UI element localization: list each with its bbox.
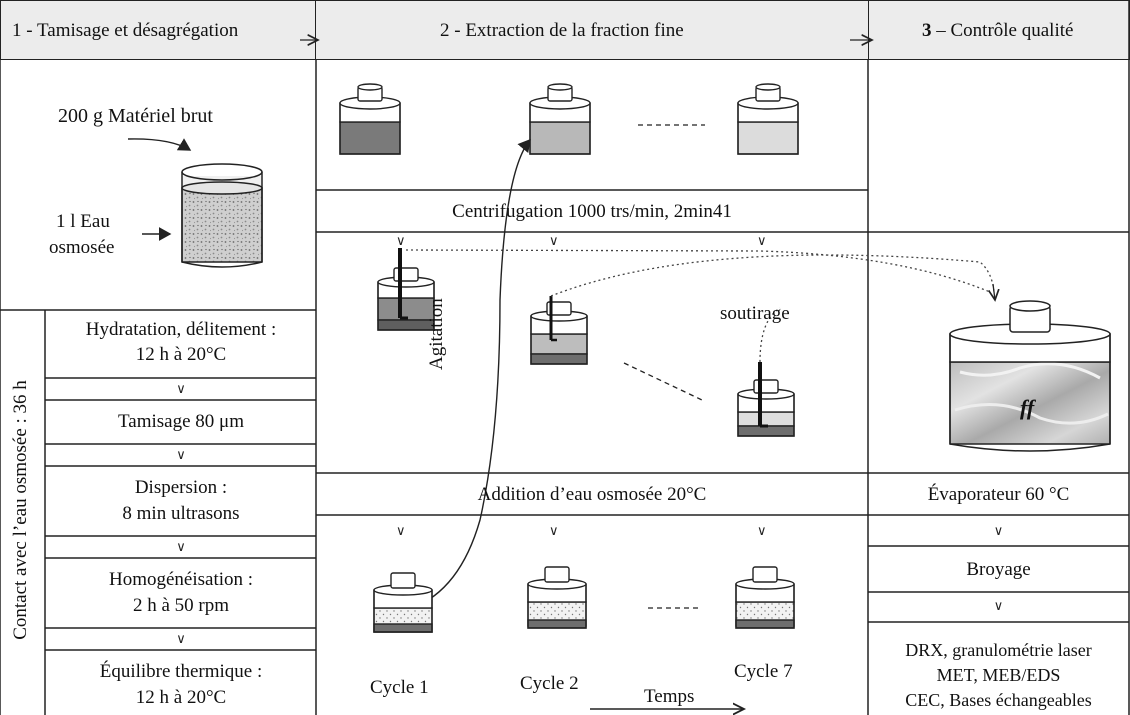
step-equilibre-line2: 12 h à 20°C xyxy=(135,687,227,708)
header-step1-title: 1 - Tamisage et désagrégation xyxy=(12,20,239,41)
broyage-arrow: ∨ xyxy=(993,598,1004,613)
header-step3 xyxy=(868,0,1130,60)
cycle-jar-3 xyxy=(735,566,795,629)
fine-fraction-vessel xyxy=(949,300,1111,452)
jar-top-1 xyxy=(339,83,401,155)
cycle-1-label: Cycle 1 xyxy=(370,677,429,698)
step-arrow-1: ∨ xyxy=(176,381,186,396)
centrifuge-arrow-1: ∨ xyxy=(396,233,406,248)
siphon-jar-3 xyxy=(737,362,795,437)
step-dispersion-line2: 8 min ultrasons xyxy=(122,503,240,524)
centrifugation-label: Centrifugation 1000 trs/min, 2min41 xyxy=(452,201,732,222)
raw-material-label: 200 g Matériel brut xyxy=(58,105,213,127)
evap-arrow: ∨ xyxy=(993,523,1004,538)
step-arrow-3: ∨ xyxy=(176,539,186,554)
step-hydratation-line2: 12 h à 20°C xyxy=(135,344,227,365)
header-step3-text: – Contrôle qualité xyxy=(931,20,1074,41)
raw-material-beaker xyxy=(181,163,263,268)
cycle-7-label: Cycle 7 xyxy=(734,661,793,682)
header-step3-title: 3 – Contrôle qualité xyxy=(922,19,1073,43)
step-hydratation-line1: Hydratation, délitement : xyxy=(85,319,277,340)
jar-top-3 xyxy=(737,83,799,155)
evaporateur-label: Évaporateur 60 °C xyxy=(927,484,1070,505)
centrifuge-arrow-2: ∨ xyxy=(549,233,559,248)
cycle-jar-1 xyxy=(373,572,433,633)
addition-arrow-2: ∨ xyxy=(549,523,559,538)
contact-duration-label: Contact avec l’eau osmosée : 36 h xyxy=(10,380,31,640)
jar-top-2 xyxy=(529,83,591,155)
header-step3-number: 3 xyxy=(922,20,932,41)
step-arrow-2: ∨ xyxy=(176,447,186,462)
analysis-line-2: MET, MEB/EDS xyxy=(936,665,1061,685)
analysis-line-1: DRX, granulométrie laser xyxy=(905,640,1092,660)
siphon-jar-1 xyxy=(377,248,435,331)
time-label: Temps xyxy=(644,686,695,707)
step-homogeneisation-line1: Homogénéisation : xyxy=(108,569,254,590)
addition-arrow-3: ∨ xyxy=(757,523,767,538)
header-step2-title: 2 - Extraction de la fraction fine xyxy=(440,20,684,41)
water-label-line1: 1 l Eau xyxy=(56,211,110,232)
water-label-line2: osmosée xyxy=(49,237,115,258)
cycle-2-label: Cycle 2 xyxy=(520,673,579,694)
analysis-line-3: CEC, Bases échangeables xyxy=(905,690,1092,710)
agitation-label: Agitation xyxy=(426,298,447,370)
siphon-jar-2 xyxy=(530,296,588,365)
header-step2 xyxy=(315,0,869,60)
fine-fraction-label: ff xyxy=(1020,395,1035,420)
soutirage-label: soutirage xyxy=(720,303,790,324)
addition-label: Addition d’eau osmosée 20°C xyxy=(477,484,707,505)
broyage-label: Broyage xyxy=(966,559,1031,580)
step-tamisage: Tamisage 80 μm xyxy=(118,411,244,432)
step-equilibre-line1: Équilibre thermique : xyxy=(99,661,263,682)
addition-arrow-1: ∨ xyxy=(396,523,406,538)
step-dispersion-line1: Dispersion : xyxy=(134,477,228,498)
centrifuge-arrow-3: ∨ xyxy=(757,233,767,248)
header-step1 xyxy=(0,0,316,60)
cycle-jar-2 xyxy=(527,566,587,629)
step-arrow-4: ∨ xyxy=(176,631,186,646)
step-homogeneisation-line2: 2 h à 50 rpm xyxy=(132,595,230,616)
